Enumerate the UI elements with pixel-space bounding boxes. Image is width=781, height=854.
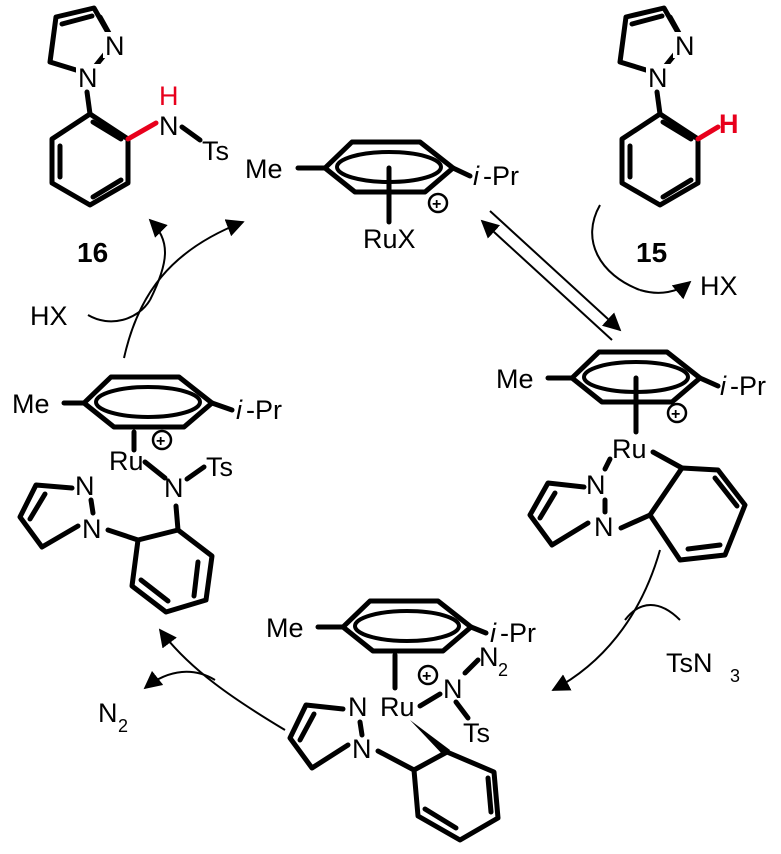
cycle-arrows <box>87 204 692 731</box>
intermediate-right-ru: Ru <box>612 434 647 464</box>
reagent-tsn3: TsN <box>666 648 713 678</box>
compound-number-16: 16 <box>77 237 108 268</box>
product-16-pz-n2: N <box>105 31 125 61</box>
intermediate-bottom-azide-sub: 2 <box>498 660 508 680</box>
intermediate-left-ipr-i: i <box>236 395 243 425</box>
catalyst-methyl: Me <box>245 154 283 184</box>
intermediate-right-charge: + <box>671 406 680 423</box>
substrate-15-red-hydrogen: H <box>719 109 739 139</box>
intermediate-amido-complex: Me i -Pr + Ru N Ts N N <box>12 374 282 615</box>
product-16-pz-n1: N <box>78 63 98 93</box>
catalyst-rux: RuX <box>363 224 416 254</box>
intermediate-bottom-azide-n2: N <box>479 642 499 672</box>
intermediate-right-n2: N <box>594 512 614 542</box>
intermediate-right-n1: N <box>586 470 606 500</box>
intermediate-azide-complex: Me i -Pr + Ru N N 2 Ts N N <box>266 598 536 843</box>
compound-number-15: 15 <box>636 237 667 268</box>
intermediate-bottom-n1: N <box>348 692 368 722</box>
intermediate-bottom-azide-n: N <box>443 674 463 704</box>
reagent-tsn3-subscript: 3 <box>730 666 740 686</box>
intermediate-bottom-n2: N <box>352 734 372 764</box>
product-16-nitrogen: N <box>159 111 179 141</box>
substrate-15-pz-n2: N <box>675 31 695 61</box>
intermediate-left-ru: Ru <box>109 446 144 476</box>
intermediate-bottom-ru: Ru <box>380 692 415 722</box>
intermediate-left-charge: + <box>156 433 165 450</box>
intermediate-left-methyl: Me <box>12 389 50 419</box>
catalyst-ipr: -Pr <box>483 161 519 191</box>
intermediate-bottom-ipr-i: i <box>490 618 497 648</box>
reagent-hx-released: HX <box>700 271 738 301</box>
intermediate-bottom-ipr: -Pr <box>500 618 536 648</box>
intermediate-bottom-charge: + <box>422 668 431 685</box>
intermediate-left-n2: N <box>82 514 102 544</box>
intermediate-bottom-methyl: Me <box>266 613 304 643</box>
product-16-ts: Ts <box>202 136 229 166</box>
intermediate-left-ipr: -Pr <box>246 395 282 425</box>
product-16-nh-hydrogen: H <box>159 81 179 111</box>
intermediate-right-ipr-i: i <box>720 371 727 401</box>
intermediate-right-methyl: Me <box>496 364 534 394</box>
catalyst-charge: + <box>432 196 441 213</box>
substrate-15-pz-n1: N <box>648 63 668 93</box>
catalyst-ruthenium-cymene: Me i -Pr RuX + <box>245 139 519 254</box>
reagent-hx-consumed: HX <box>30 301 68 331</box>
catalyst-ipr-i: i <box>473 161 480 191</box>
intermediate-left-ts: Ts <box>206 452 233 482</box>
reagent-n2-subscript: 2 <box>118 716 128 736</box>
intermediate-bottom-ts: Ts <box>463 718 490 748</box>
intermediate-right-ipr: -Pr <box>730 371 766 401</box>
substrate-15-structure: N N H 15 <box>617 5 739 268</box>
product-16-structure: N N H N Ts 16 <box>47 5 229 268</box>
reagent-n2-released: N <box>98 698 118 728</box>
intermediate-left-amide-n: N <box>164 473 184 503</box>
intermediate-ruthenacycle: Me i -Pr Ru + N N <box>496 349 766 563</box>
intermediate-left-n1: N <box>75 471 95 501</box>
